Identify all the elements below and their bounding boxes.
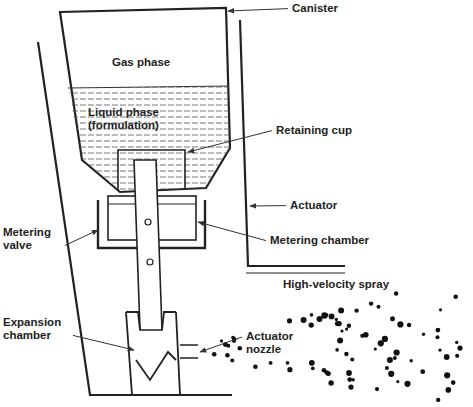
spray-droplet xyxy=(354,308,358,312)
spray-droplet xyxy=(444,354,450,360)
spray-droplet xyxy=(451,380,456,385)
part-label: High-velocity spray xyxy=(283,278,389,291)
spray-droplet xyxy=(317,316,323,322)
spray-droplet xyxy=(230,358,234,362)
spray-droplet xyxy=(393,356,397,360)
spray-droplet xyxy=(439,308,442,311)
spray-droplet xyxy=(444,372,450,378)
spray-droplet xyxy=(388,371,394,377)
spray-droplet xyxy=(407,323,411,327)
spray-droplet xyxy=(396,380,399,383)
spray-droplet xyxy=(453,295,458,300)
spray-droplet xyxy=(375,387,379,391)
spray-droplet xyxy=(345,328,348,331)
spray-droplet xyxy=(287,367,292,372)
spray-droplet xyxy=(446,387,452,393)
part-label: Liquid phase (formulation) xyxy=(88,106,208,132)
spray-droplet xyxy=(374,347,377,350)
part-label: Metering chamber xyxy=(270,234,369,247)
leader-line xyxy=(228,9,288,11)
spray-droplet xyxy=(387,357,393,363)
spray-droplet xyxy=(438,348,441,351)
spray-droplet xyxy=(238,346,243,351)
spray-droplet xyxy=(310,313,314,317)
spray-droplet xyxy=(394,349,400,355)
spray-droplet xyxy=(350,358,354,362)
spray-droplet xyxy=(328,380,333,385)
spray-droplet xyxy=(351,378,355,382)
spray-droplet xyxy=(410,359,413,362)
spray-droplet xyxy=(377,305,381,309)
part-label: Canister xyxy=(292,2,338,15)
part-label: Gas phase xyxy=(112,56,170,69)
leader-line xyxy=(65,230,98,245)
leader-line xyxy=(73,335,134,350)
part-label: Actuator xyxy=(290,199,337,212)
spray-droplet xyxy=(338,307,344,313)
spray-droplet xyxy=(344,352,348,356)
spray-droplet xyxy=(404,381,410,387)
spray-droplet xyxy=(311,366,315,370)
spray-droplet xyxy=(335,318,338,321)
spray-droplets xyxy=(212,291,463,402)
spray-droplet xyxy=(212,352,217,357)
spray-droplet xyxy=(309,322,314,327)
spray-droplet xyxy=(397,321,403,327)
spray-droplet xyxy=(436,328,441,333)
part-label: Metering valve xyxy=(3,226,61,252)
leader-line xyxy=(200,337,242,352)
leader-line xyxy=(250,205,286,206)
spray-droplet xyxy=(335,348,339,352)
spray-droplet xyxy=(390,316,395,321)
spray-droplet xyxy=(457,346,462,351)
spray-droplet xyxy=(348,385,353,390)
spray-droplet xyxy=(226,344,230,348)
leader-line xyxy=(188,131,272,152)
spray-droplet xyxy=(286,361,290,365)
spray-droplet xyxy=(301,317,307,323)
spray-droplet xyxy=(382,336,388,342)
part-label: Actuator nozzle xyxy=(246,330,308,356)
spray-droplet xyxy=(346,370,352,376)
spray-droplet xyxy=(309,360,315,366)
expansion-chamber xyxy=(126,312,198,395)
spray-droplet xyxy=(287,318,292,323)
leader-lines xyxy=(65,9,288,352)
spray-droplet xyxy=(394,291,398,295)
spray-droplet xyxy=(220,339,223,342)
spray-droplet xyxy=(347,324,351,328)
spray-droplet xyxy=(455,354,459,358)
spray-droplet xyxy=(324,370,329,375)
spray-droplet xyxy=(225,353,230,358)
spray-droplet xyxy=(436,335,440,339)
spray-droplet xyxy=(329,314,335,320)
spray-droplet xyxy=(420,369,425,374)
spray-droplet xyxy=(340,329,343,332)
spray-droplet xyxy=(436,398,440,402)
part-label: Expansion chamber xyxy=(3,316,69,342)
leader-line xyxy=(198,222,266,241)
spray-droplet xyxy=(369,301,373,305)
valve-stem xyxy=(134,160,162,330)
spray-droplet xyxy=(363,332,369,338)
spray-droplet xyxy=(385,366,389,370)
spray-droplet xyxy=(253,365,258,370)
spray-droplet xyxy=(335,321,340,326)
spray-droplet xyxy=(455,341,458,344)
part-label: Retaining cup xyxy=(276,124,352,137)
spray-droplet xyxy=(269,361,273,365)
spray-droplet xyxy=(422,333,425,336)
spray-droplet xyxy=(337,337,343,343)
